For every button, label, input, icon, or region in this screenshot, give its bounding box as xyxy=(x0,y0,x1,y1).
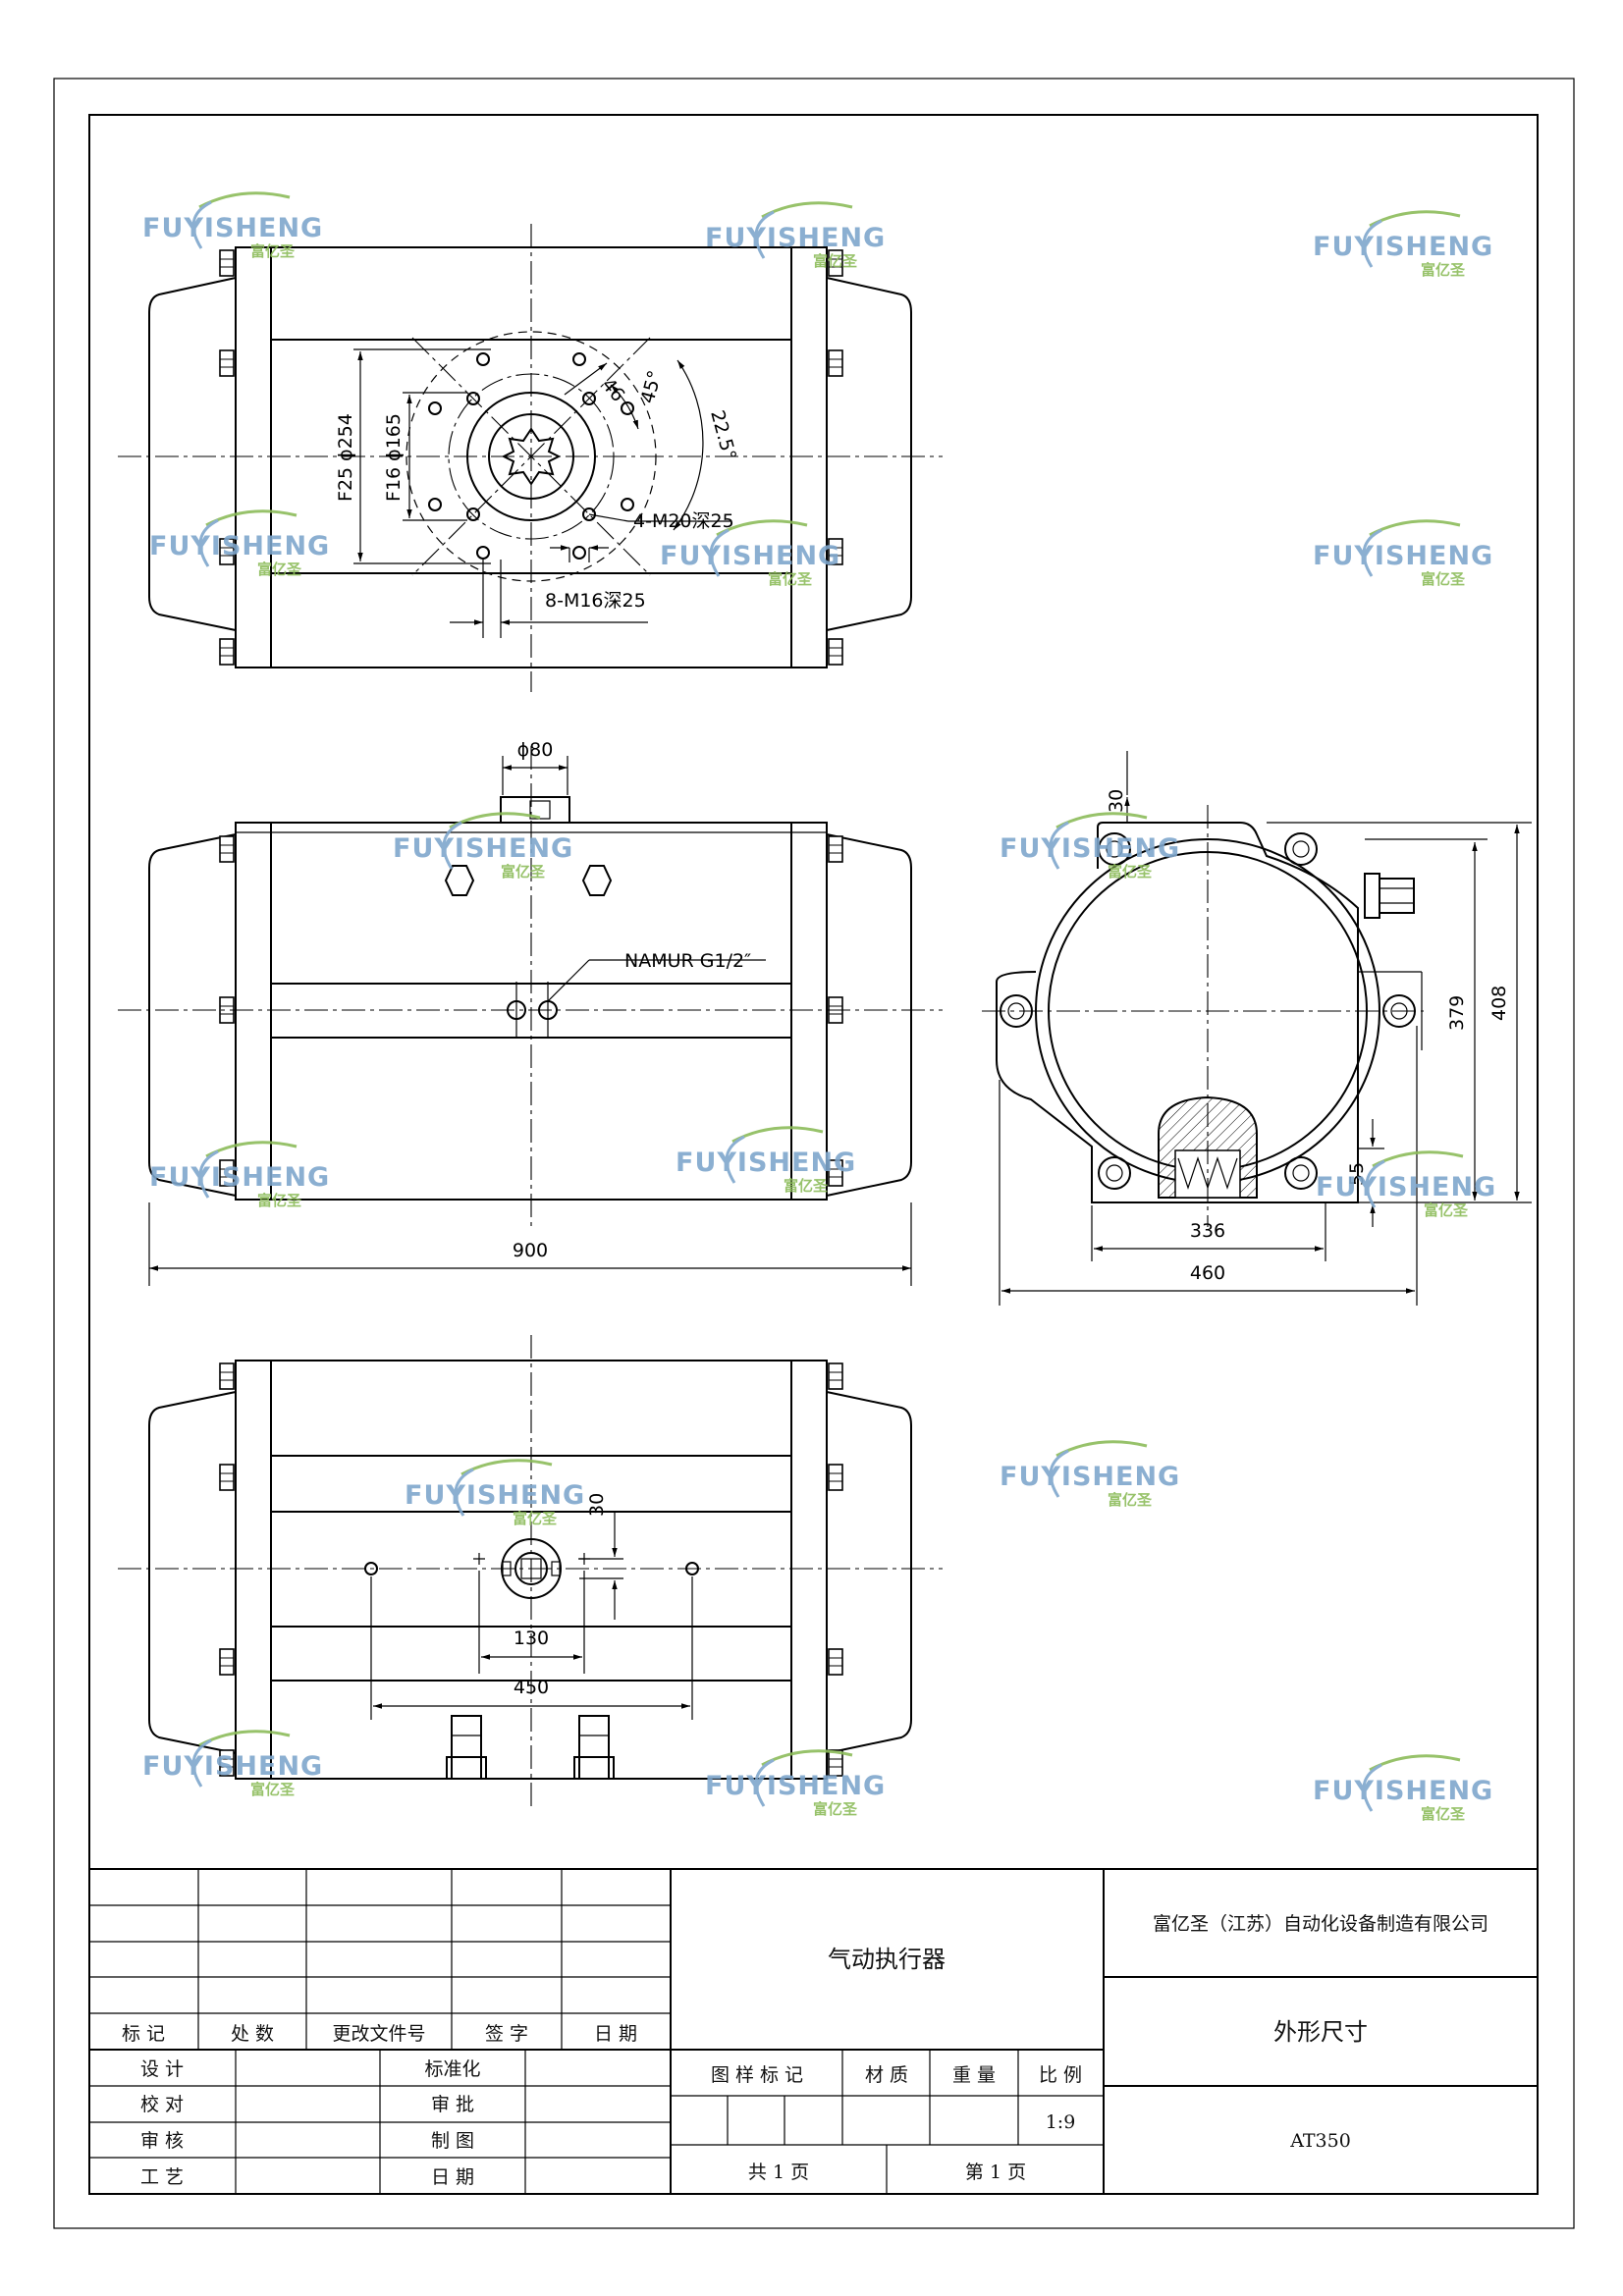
rev-header-mark: 标 记 xyxy=(122,2023,165,2045)
scale-value: 1:9 xyxy=(1046,2111,1076,2133)
sig-draw: 制 图 xyxy=(431,2130,474,2152)
shaft-dia-label: ϕ80 xyxy=(517,739,554,761)
attr-drawing-mark: 图 样 标 记 xyxy=(711,2064,803,2086)
svg-text:FUYISHENG: FUYISHENG xyxy=(1313,232,1493,262)
svg-text:FUYISHENG: FUYISHENG xyxy=(1000,833,1180,864)
front-view: ϕ80 NAMUR G1/2″ 900 xyxy=(118,739,943,1286)
svg-text:富亿圣: 富亿圣 xyxy=(784,1177,829,1195)
svg-text:富亿圣: 富亿圣 xyxy=(501,863,546,881)
m20-label: 4-M20深25 xyxy=(633,510,734,532)
sig-review: 审 核 xyxy=(140,2130,184,2152)
angle-45-label: 45° xyxy=(637,368,667,405)
svg-text:富亿圣: 富亿圣 xyxy=(1421,570,1466,588)
svg-text:FUYISHENG: FUYISHENG xyxy=(705,223,886,253)
outer-border xyxy=(53,78,1575,2229)
svg-text:富亿圣: 富亿圣 xyxy=(257,561,302,578)
svg-text:富亿圣: 富亿圣 xyxy=(1421,261,1466,279)
angle-22-5-label: 22.5° xyxy=(706,408,740,463)
svg-text:富亿圣: 富亿圣 xyxy=(250,1781,296,1798)
svg-text:FUYISHENG: FUYISHENG xyxy=(149,1162,330,1193)
inner-border xyxy=(88,114,1539,2195)
svg-text:FUYISHENG: FUYISHENG xyxy=(1313,541,1493,571)
side-379-label: 379 xyxy=(1446,995,1468,1031)
svg-text:FUYISHENG: FUYISHENG xyxy=(405,1480,585,1511)
side-408-label: 408 xyxy=(1488,986,1510,1021)
length-label: 900 xyxy=(513,1240,548,1261)
svg-text:富亿圣: 富亿圣 xyxy=(1108,863,1153,881)
side-55-label: 55 xyxy=(1346,1162,1368,1186)
side-336-label: 336 xyxy=(1190,1220,1225,1242)
svg-text:富亿圣: 富亿圣 xyxy=(813,1800,858,1818)
svg-text:FUYISHENG: FUYISHENG xyxy=(149,531,330,561)
svg-text:FUYISHENG: FUYISHENG xyxy=(660,541,840,571)
top-view: F25 ϕ254 F16 ϕ165 46 45° 22.5° 4-M20深25 … xyxy=(118,224,943,692)
svg-text:FUYISHENG: FUYISHENG xyxy=(393,833,573,864)
f16-label: F16 ϕ165 xyxy=(383,413,405,502)
sig-approve: 审 批 xyxy=(431,2094,474,2115)
m16-label: 8-M16深25 xyxy=(545,590,646,612)
side-30-label: 30 xyxy=(1106,789,1127,813)
svg-text:FUYISHENG: FUYISHENG xyxy=(1000,1462,1180,1492)
svg-text:富亿圣: 富亿圣 xyxy=(250,242,296,260)
bottom-130-label: 130 xyxy=(514,1628,549,1649)
bottom-30-label: 30 xyxy=(586,1493,608,1517)
side-view: 30 379 408 55 336 460 xyxy=(982,751,1532,1306)
rev-header-count: 处 数 xyxy=(231,2023,274,2045)
rev-header-date: 日 期 xyxy=(594,2023,637,2045)
sig-check: 校 对 xyxy=(140,2094,184,2115)
svg-text:富亿圣: 富亿圣 xyxy=(1424,1201,1469,1219)
attr-scale: 比 例 xyxy=(1039,2064,1082,2086)
product-name: 气动执行器 xyxy=(828,1946,946,1973)
attr-material: 材 质 xyxy=(865,2064,908,2086)
svg-text:FUYISHENG: FUYISHENG xyxy=(705,1771,886,1801)
svg-text:富亿圣: 富亿圣 xyxy=(1421,1805,1466,1823)
rev-header-file: 更改文件号 xyxy=(332,2023,425,2045)
title-block: 标 记 处 数 更改文件号 签 字 日 期 设 计 校 对 审 核 工 艺 标准… xyxy=(89,1868,1538,2194)
rev-header-sign: 签 字 xyxy=(485,2023,528,2045)
svg-text:FUYISHENG: FUYISHENG xyxy=(1313,1776,1493,1806)
sig-process: 工 艺 xyxy=(140,2166,184,2188)
sig-design: 设 计 xyxy=(140,2058,184,2080)
svg-text:富亿圣: 富亿圣 xyxy=(813,252,858,270)
svg-text:FUYISHENG: FUYISHENG xyxy=(676,1148,856,1178)
sig-date: 日 期 xyxy=(431,2166,474,2188)
attr-weight: 重 量 xyxy=(952,2064,996,2086)
f25-label: F25 ϕ254 xyxy=(335,413,356,502)
bottom-view: 30 130 450 xyxy=(118,1335,943,1806)
total-pages: 共 1 页 xyxy=(748,2162,809,2183)
side-460-label: 460 xyxy=(1190,1262,1225,1284)
sig-standard: 标准化 xyxy=(424,2058,480,2080)
svg-text:FUYISHENG: FUYISHENG xyxy=(1316,1172,1496,1202)
svg-text:富亿圣: 富亿圣 xyxy=(1108,1491,1153,1509)
svg-text:富亿圣: 富亿圣 xyxy=(257,1192,302,1209)
svg-text:FUYISHENG: FUYISHENG xyxy=(142,213,323,243)
svg-text:富亿圣: 富亿圣 xyxy=(513,1510,558,1527)
model-number: AT350 xyxy=(1289,2130,1351,2152)
page-number: 第 1 页 xyxy=(965,2162,1026,2183)
bottom-450-label: 450 xyxy=(514,1677,549,1698)
svg-text:富亿圣: 富亿圣 xyxy=(768,570,813,588)
company-name: 富亿圣（江苏）自动化设备制造有限公司 xyxy=(1153,1913,1488,1935)
drawing-title: 外形尺寸 xyxy=(1273,2018,1368,2046)
namur-label: NAMUR G1/2″ xyxy=(624,950,751,972)
svg-text:FUYISHENG: FUYISHENG xyxy=(142,1751,323,1782)
